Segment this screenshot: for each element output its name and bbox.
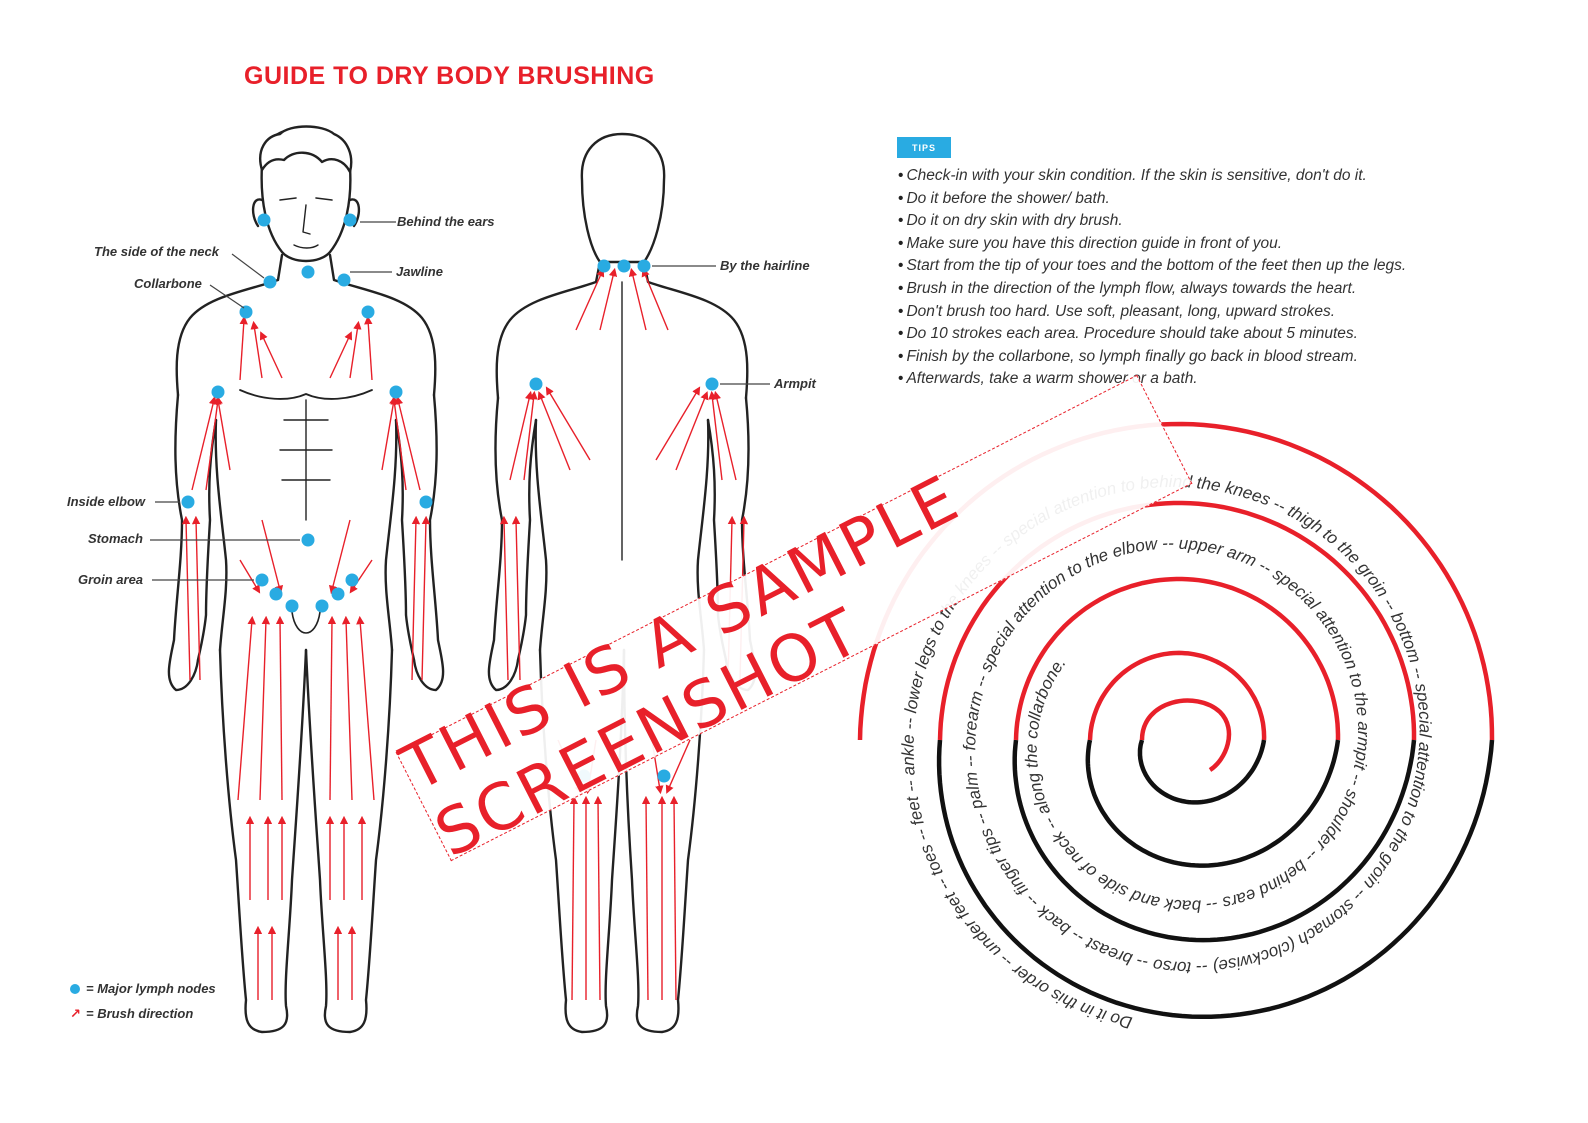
tip-item: Do it before the shower/ bath. <box>898 188 1406 211</box>
label-behind-ears: Behind the ears <box>397 214 495 229</box>
back-body-figure <box>487 132 757 1034</box>
label-collarbone: Collarbone <box>134 276 202 291</box>
legend-nodes: = Major lymph nodes <box>86 981 216 996</box>
tip-item: Do 10 strokes each area. Procedure shoul… <box>898 323 1406 346</box>
front-body-figure <box>167 125 445 1034</box>
label-stomach: Stomach <box>88 531 143 546</box>
spiral-segment <box>1012 739 1417 943</box>
spiral-segment <box>1013 576 1341 741</box>
tips-badge: TIPS <box>897 137 951 158</box>
brush-arrow-icon: ↗ <box>70 1005 81 1021</box>
legend-direction: = Brush direction <box>86 1006 194 1021</box>
tip-item: Finish by the collarbone, so lymph final… <box>898 346 1406 369</box>
label-groin-area: Groin area <box>78 572 143 587</box>
tip-item: Do it on dry skin with dry brush. <box>898 210 1406 233</box>
spiral-segment <box>1137 739 1267 805</box>
label-jawline: Jawline <box>396 264 443 279</box>
tip-item: Check-in with your skin condition. If th… <box>898 165 1406 188</box>
label-inside-elbow: Inside elbow <box>67 494 146 509</box>
label-side-neck: The side of the neck <box>94 244 220 259</box>
legend: = Major lymph nodes ↗ = Brush direction <box>70 976 216 1026</box>
tips-list: Check-in with your skin condition. If th… <box>898 165 1406 391</box>
label-leaders <box>150 221 770 581</box>
tip-item: Don't brush too hard. Use soft, pleasant… <box>898 301 1406 324</box>
page-title: GUIDE TO DRY BODY BRUSHING <box>244 62 655 90</box>
front-brush-arrows <box>181 315 431 1000</box>
spiral-segment <box>1085 739 1341 868</box>
tip-item: Start from the tip of your toes and the … <box>898 255 1406 278</box>
lymph-node-dot-icon <box>70 983 80 994</box>
tip-item: Make sure you have this direction guide … <box>898 233 1406 256</box>
spiral-segment <box>936 739 1495 1020</box>
spiral-segment <box>1087 650 1267 741</box>
label-hairline: By the hairline <box>720 258 810 273</box>
tip-item: Brush in the direction of the lymph flow… <box>898 278 1406 301</box>
label-armpit: Armpit <box>773 376 817 391</box>
spiral-inner-hook <box>1139 698 1232 772</box>
